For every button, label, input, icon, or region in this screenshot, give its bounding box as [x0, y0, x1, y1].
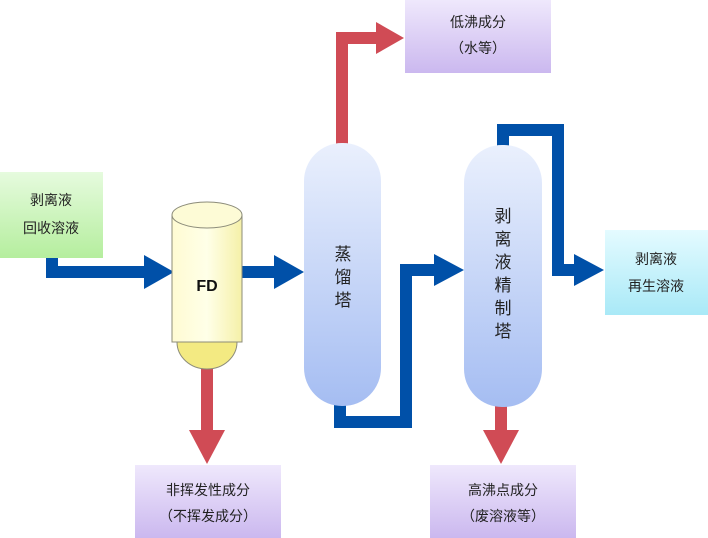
refining-tower-label-char-5: 制: [495, 299, 512, 319]
distillation-tower-label-char-3: 塔: [335, 291, 352, 311]
high-boiling-line1: 高沸点成分: [468, 482, 538, 499]
distillation-tower-label-char-1: 蒸: [335, 245, 352, 265]
regenerated-solution-line2: 再生溶液: [628, 279, 684, 295]
fd-vessel: FD: [171, 201, 243, 370]
regenerated-solution-box: 剥离液 再生溶液: [605, 230, 708, 315]
flow-arrowhead-to-low-boil: [376, 22, 404, 54]
recovery-solution-box: 剥离液 回收溶液: [0, 172, 103, 258]
refining-tower-label-char-6: 塔: [495, 322, 512, 342]
fd-vessel-top: [171, 201, 243, 229]
flow-arrowhead-to-regen: [574, 254, 604, 286]
fd-label: FD: [196, 278, 217, 295]
flow-arrowhead-to-nonvolatile: [189, 430, 225, 464]
flow-arrowhead-to-fd: [144, 255, 174, 289]
nonvolatile-line1: 非挥发性成分: [166, 483, 250, 499]
low-boiling-components-box: 低沸成分 （水等）: [405, 0, 551, 73]
distillation-tower: 蒸 馏 塔: [304, 143, 381, 406]
recovery-solution-line2: 回收溶液: [23, 221, 79, 237]
nonvolatile-line2: （不挥发成分）: [159, 509, 257, 525]
low-boiling-line1: 低沸成分: [450, 15, 506, 31]
distillation-tower-label-char-2: 馏: [335, 268, 352, 288]
regenerated-solution-line1: 剥离液: [635, 251, 677, 268]
fd-vessel-body: [171, 214, 243, 343]
flow-line-recovery-to-fd: [46, 258, 146, 278]
flow-arrowhead-to-refine: [434, 254, 464, 286]
high-boiling-components-box: 高沸点成分 （废溶液等）: [430, 465, 576, 538]
low-boiling-line2: （水等）: [450, 40, 506, 57]
flow-arrowhead-to-distill: [274, 255, 304, 289]
flow-line-refine-to-regen: [497, 124, 578, 276]
refining-tower-label-char-3: 液: [495, 253, 512, 273]
nonvolatile-components-box: 非挥发性成分 （不挥发成分）: [135, 465, 281, 538]
flow-line-to-low-boil: [336, 32, 378, 150]
refining-tower: 剥 离 液 精 制 塔: [464, 145, 542, 407]
refining-tower-label-char-4: 精: [495, 276, 512, 296]
flow-arrowhead-to-high-boil: [483, 430, 519, 464]
refining-tower-label-char-1: 剥: [495, 207, 512, 227]
recovery-solution-line1: 剥离液: [30, 192, 72, 209]
flow-line-distill-to-refine: [334, 264, 438, 428]
refining-tower-label-char-2: 离: [495, 230, 512, 250]
high-boiling-line2: （废溶液等）: [461, 508, 545, 525]
